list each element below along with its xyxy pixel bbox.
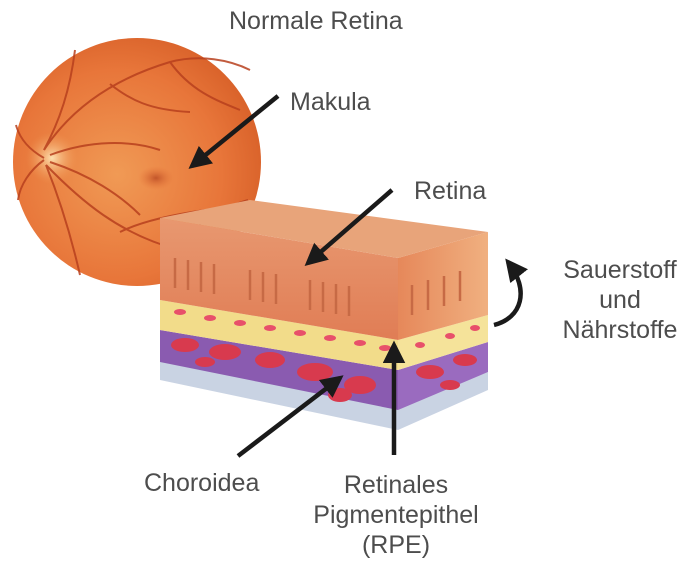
macula-label: Makula [290,87,371,117]
retina-label: Retina [414,176,486,206]
choroid-label: Choroidea [144,468,259,498]
oxygen-line-3: Nährstoffe [556,315,684,345]
retina-cross-section [160,200,488,430]
rpe-line-2: Pigmentepithel [311,500,481,530]
curved-arrow [494,262,521,325]
oxygen-line-1: Sauerstoff [556,255,684,285]
rpe-label: Retinales Pigmentepithel (RPE) [311,470,481,560]
oxygen-nutrients-label: Sauerstoff und Nährstoffe [556,255,684,345]
diagram-title: Normale Retina [0,6,691,36]
rpe-line-3: (RPE) [311,530,481,560]
rpe-line-1: Retinales [311,470,481,500]
oxygen-line-2: und [556,285,684,315]
